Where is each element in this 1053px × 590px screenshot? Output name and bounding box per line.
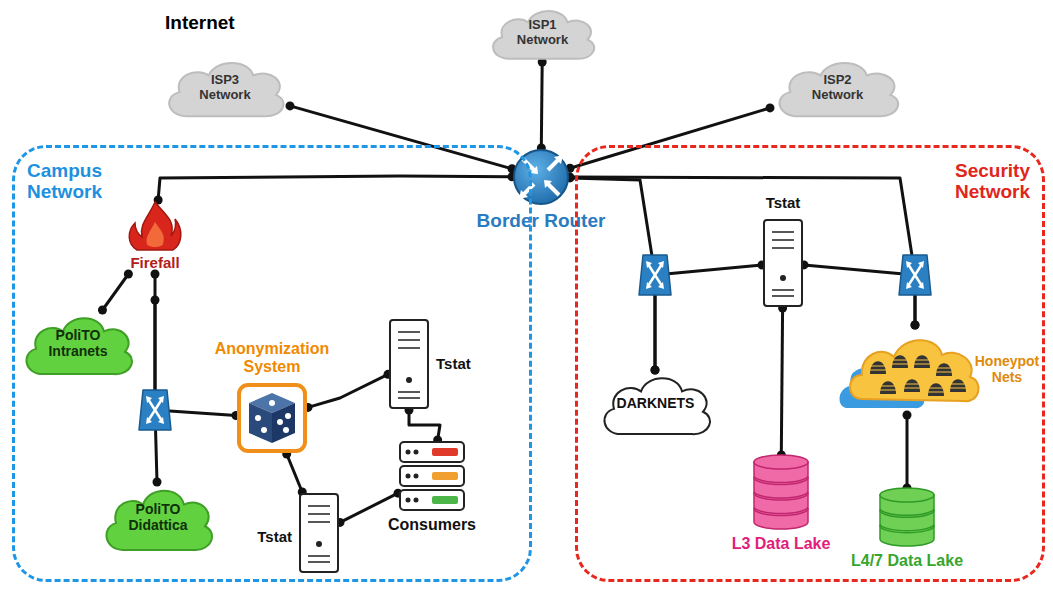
node-label: ISP3 Network bbox=[194, 73, 256, 102]
router-icon bbox=[899, 255, 931, 295]
server-icon bbox=[762, 218, 804, 308]
connector bbox=[566, 173, 920, 330]
router-icon bbox=[512, 148, 570, 206]
connector bbox=[405, 406, 443, 445]
connector-line bbox=[655, 265, 762, 370]
node-label: Firefall bbox=[130, 255, 179, 272]
network-cloud: PoliTO Didattica bbox=[98, 482, 218, 554]
consumer-rack: Consumers bbox=[398, 440, 466, 512]
connector bbox=[566, 103, 775, 172]
network-cloud: PoliTO Intranets bbox=[18, 310, 138, 378]
connector-line bbox=[308, 374, 388, 407]
connector-line bbox=[290, 106, 512, 169]
connector-line bbox=[906, 415, 909, 488]
connector-line bbox=[409, 410, 440, 440]
connector bbox=[304, 370, 393, 412]
connector-line bbox=[570, 177, 915, 325]
isp-cloud: ISP3 Network bbox=[160, 55, 290, 120]
connector bbox=[98, 270, 133, 315]
node-label: Tstat bbox=[436, 356, 471, 373]
node-label: PoliTO Intranets bbox=[38, 328, 118, 359]
node-label: ISP2 Network bbox=[807, 73, 869, 102]
endpoint-dot bbox=[903, 411, 912, 420]
cylinder-icon bbox=[752, 455, 810, 531]
node-label: L3 Data Lake bbox=[732, 535, 831, 553]
node-label: PoliTO Didattica bbox=[118, 502, 198, 533]
endpoint-dot bbox=[98, 306, 107, 315]
connector bbox=[154, 172, 517, 204]
cylinder-icon bbox=[878, 488, 936, 548]
connector bbox=[777, 304, 787, 460]
anonymization-box: Anonymization System bbox=[236, 382, 308, 454]
node-label: DARKNETS bbox=[611, 396, 701, 412]
endpoint-dot bbox=[651, 366, 660, 375]
connector-line bbox=[287, 454, 303, 492]
endpoint-dot bbox=[286, 101, 295, 110]
rack-icon bbox=[398, 440, 466, 512]
node-label: Tstat bbox=[257, 529, 292, 546]
node-label: Honeypot Nets bbox=[972, 354, 1042, 385]
darknet-cloud: DARKNETS bbox=[596, 370, 716, 438]
border-router: Border Router bbox=[512, 148, 570, 206]
connector-line bbox=[570, 108, 770, 168]
node-label: ISP1 Network bbox=[512, 18, 574, 47]
server-node: Tstat bbox=[762, 218, 804, 308]
dice-icon bbox=[236, 382, 308, 454]
server-node: Tstat bbox=[298, 492, 340, 574]
connector bbox=[286, 101, 517, 173]
connector-line bbox=[103, 274, 129, 310]
campus-region: Campus NetworkFirefallPoliTO IntranetsAn… bbox=[12, 145, 532, 582]
endpoint-dot bbox=[911, 321, 920, 330]
node-label: Security Network bbox=[920, 160, 1030, 203]
connector-line bbox=[158, 176, 512, 200]
router-icon bbox=[139, 390, 171, 430]
section-label: Internet bbox=[165, 12, 235, 34]
node-label: Tstat bbox=[766, 195, 801, 212]
server-icon bbox=[298, 492, 340, 574]
server-icon bbox=[388, 318, 430, 410]
firewall: Firefall bbox=[112, 200, 198, 274]
node-label: L4/7 Data Lake bbox=[851, 552, 963, 570]
node-label: Border Router bbox=[477, 210, 606, 231]
endpoint-dot bbox=[911, 321, 920, 330]
connector-line bbox=[781, 308, 782, 455]
server-node: Tstat bbox=[388, 318, 430, 410]
data-lake: L3 Data Lake bbox=[752, 455, 810, 531]
data-lake: L4/7 Data Lake bbox=[878, 488, 936, 548]
security-region: Security NetworkTstatDARKNETS Honeypot Ne… bbox=[575, 145, 1045, 582]
node-label: Consumers bbox=[388, 516, 476, 534]
router-icon bbox=[639, 255, 671, 295]
connector bbox=[282, 450, 307, 497]
connector-line bbox=[540, 62, 544, 148]
endpoint-dot bbox=[153, 478, 162, 487]
honeypot-cloud: Honeypot Nets bbox=[838, 325, 1042, 415]
connector bbox=[903, 411, 912, 493]
node-label: Anonymization System bbox=[207, 340, 337, 376]
endpoint-dot bbox=[766, 103, 775, 112]
node-label: Campus Network bbox=[27, 160, 127, 203]
connector bbox=[537, 58, 547, 153]
endpoint-dot bbox=[651, 366, 660, 375]
isp-cloud: ISP1 Network bbox=[485, 4, 600, 62]
isp-cloud: ISP2 Network bbox=[770, 55, 905, 120]
